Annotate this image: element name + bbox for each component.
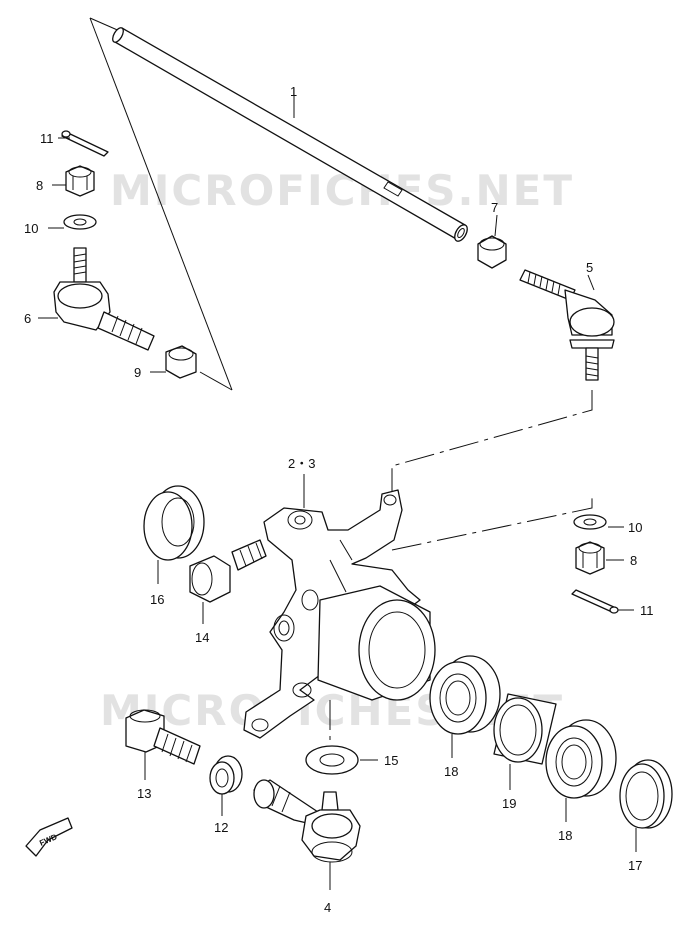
part-19-spacer	[493, 693, 557, 765]
part-10-washer-left	[63, 214, 97, 230]
part-8-castle-nut-right	[575, 541, 605, 575]
callout-8-right: 8	[630, 553, 637, 568]
part-17-seal-ring	[619, 759, 673, 829]
part-5-tie-rod-end	[519, 269, 615, 381]
callout-15: 15	[384, 753, 398, 768]
callout-11-right: 11	[640, 603, 654, 618]
part-12-bushing	[209, 755, 243, 795]
callout-18-lower: 18	[558, 828, 572, 843]
callout-12: 12	[214, 820, 228, 835]
part-11-cotter-pin-left	[61, 130, 109, 157]
fwd-direction-badge: FWD	[25, 817, 73, 857]
part-16-oil-seal	[143, 485, 205, 561]
part-18-bearing-lower	[545, 719, 617, 799]
part-6-tie-rod-end	[53, 247, 155, 351]
part-2-3-steering-knuckle	[243, 489, 436, 739]
callout-1: 1	[290, 84, 297, 99]
callout-2-3: 2・3	[288, 456, 315, 471]
callout-8-left: 8	[36, 178, 43, 193]
callout-10-right: 10	[628, 520, 642, 535]
callout-9: 9	[134, 365, 141, 380]
part-7-nut	[477, 235, 507, 269]
part-10-washer-right	[573, 514, 607, 530]
callout-13: 13	[137, 786, 151, 801]
part-8-castle-nut-left	[65, 165, 95, 197]
watermark-top: MICROFICHES.NET	[110, 166, 574, 215]
callout-10-left: 10	[24, 221, 38, 236]
callout-4: 4	[324, 900, 331, 915]
callout-5: 5	[586, 260, 593, 275]
part-14-bolt	[189, 539, 267, 603]
part-4-tie-rod-end	[253, 779, 361, 863]
callout-18-upper: 18	[444, 764, 458, 779]
callout-14: 14	[195, 630, 209, 645]
callout-7: 7	[491, 200, 498, 215]
callout-16: 16	[150, 592, 164, 607]
callout-17: 17	[628, 858, 642, 873]
part-11-cotter-pin-right	[571, 589, 619, 614]
part-13-bolt	[125, 709, 201, 765]
callout-19: 19	[502, 796, 516, 811]
callout-11-left: 11	[40, 131, 54, 146]
part-15-washer	[305, 745, 359, 775]
part-1-tie-rod	[112, 27, 468, 242]
callout-6: 6	[24, 311, 31, 326]
part-18-bearing-upper	[429, 655, 501, 735]
part-9-nut	[165, 345, 197, 379]
